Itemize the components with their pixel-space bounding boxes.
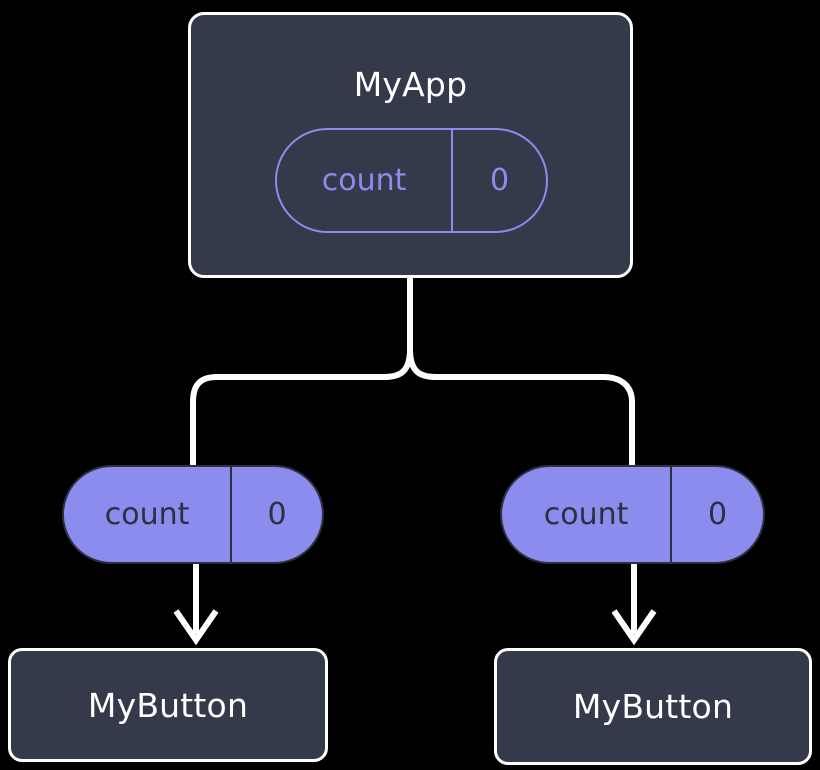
state-pill-child-right[interactable]: count 0 — [500, 465, 765, 564]
state-pill-key: count — [502, 467, 673, 562]
state-pill-myapp[interactable]: count 0 — [275, 128, 548, 233]
connector-arrow-left — [173, 563, 219, 646]
connector-branch-left — [190, 348, 413, 466]
state-pill-key: count — [64, 467, 233, 562]
state-pill-key: count — [277, 130, 454, 231]
state-pill-value: 0 — [708, 496, 728, 532]
component-title-mybutton: MyButton — [87, 685, 249, 725]
component-box-mybutton-right[interactable]: MyButton — [494, 648, 812, 765]
state-pill-value: 0 — [267, 496, 287, 532]
state-pill-value: 0 — [490, 162, 510, 198]
state-pill-child-left[interactable]: count 0 — [62, 465, 324, 564]
component-title-myapp: MyApp — [353, 65, 468, 104]
connector-arrow-right — [611, 563, 657, 646]
component-title-mybutton: MyButton — [572, 687, 734, 726]
component-box-mybutton-left[interactable]: MyButton — [8, 648, 328, 762]
connector-branch-right — [407, 348, 635, 466]
